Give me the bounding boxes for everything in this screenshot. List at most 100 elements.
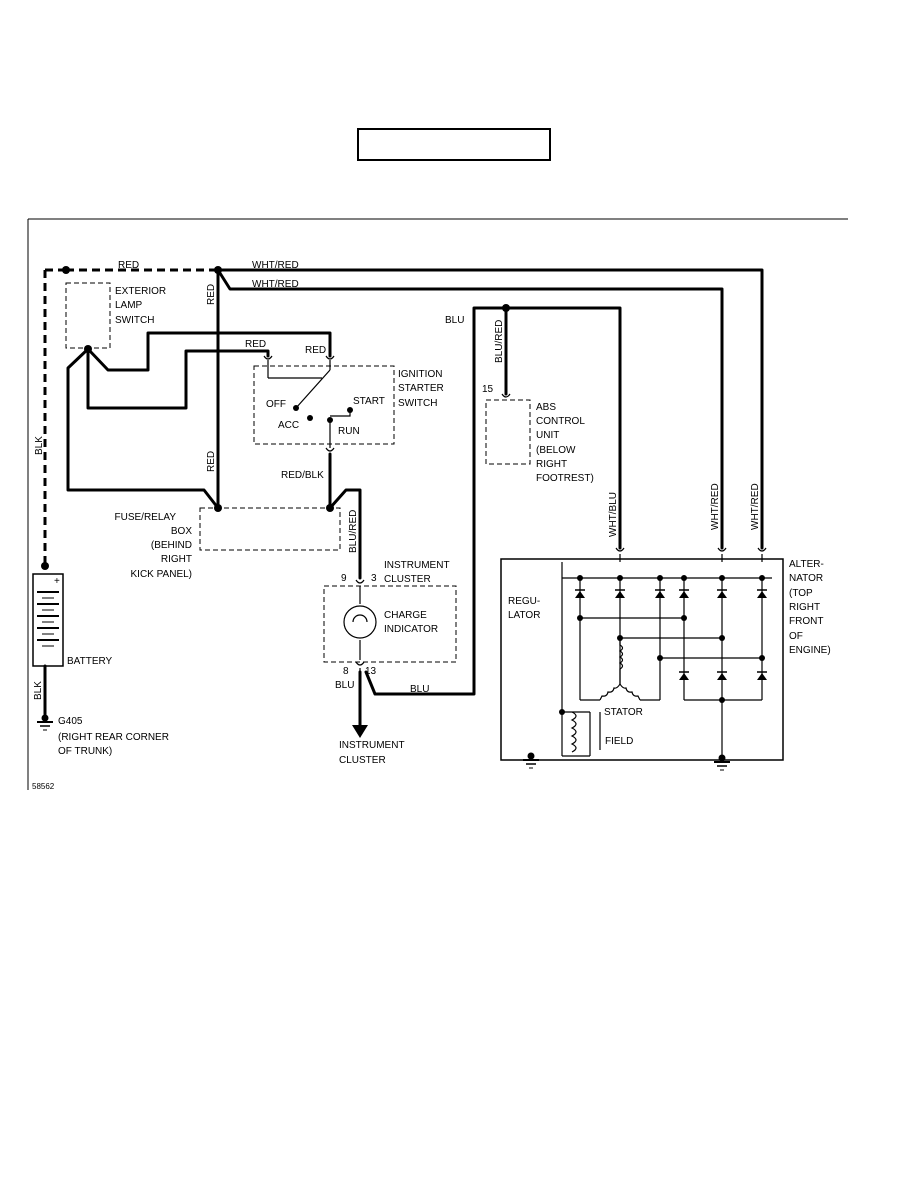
fuse-box-label-3: (BEHIND [151,540,192,551]
fuse-box-label-1: FUSE/RELAY [115,512,177,523]
label-blk-upper: BLK [34,436,45,455]
label-blu-red-vertical: BLU/RED [494,320,505,363]
ground-label-1: G405 [58,716,83,727]
abs-pin-15: 15 [482,384,494,395]
ignition-switch-label-3: SWITCH [398,398,437,409]
alternator-label-1: ALTER- [789,559,824,570]
stator-coil-left [599,683,621,701]
wht-red-wire-1 [216,268,764,550]
ground-label-3: OF TRUNK) [58,746,112,757]
ignition-switch-label-2: STARTER [398,383,444,394]
charge-indicator-label-2: INDICATOR [384,624,438,635]
battery-plus: + [54,576,60,587]
alternator-ground-right [714,754,730,771]
stator-label: STATOR [604,707,643,718]
figure-number: 58562 [32,782,55,791]
alternator-label-2: NATOR [789,573,823,584]
ignition-pos-off: OFF [266,399,286,410]
abs-label-1: ABS [536,402,556,413]
label-wht-red-2: WHT/RED [252,279,299,290]
cluster-pin-13: 13 [365,666,377,677]
label-red-blk: RED/BLK [281,470,324,481]
battery-label: BATTERY [67,656,113,667]
lamp-switch-to-fuse-wire [66,347,220,510]
abs-label-5: RIGHT [536,459,567,470]
cluster-label-1: INSTRUMENT [384,560,450,571]
cluster-pin-8: 8 [343,666,349,677]
fuse-box-node-left [214,504,222,512]
ignition-contact-off [293,405,299,411]
exterior-lamp-switch-label-2: LAMP [115,300,143,311]
splice-dot-battery [41,562,49,570]
cluster-pin-3: 3 [371,573,377,584]
stator-coil-top [618,638,624,684]
charge-indicator-filament [352,614,368,623]
rectifier-diodes [575,589,767,680]
abs-terminal [501,393,511,398]
fuse-box-label-2: BOX [171,526,192,537]
exterior-lamp-switch-label-3: SWITCH [115,315,154,326]
stator-coil-right [619,683,641,701]
ignition-contact-acc [307,415,313,421]
lamp-switch-to-ignition-wire-a [86,331,332,372]
ground-label-2: (RIGHT REAR CORNER [58,732,169,743]
alternator-nodes [559,575,765,715]
cluster-pin-9: 9 [341,573,347,584]
label-red-vertical-top: RED [206,284,217,305]
blu-red-fuse-wire [328,488,362,580]
ignition-pos-acc: ACC [278,420,299,431]
wht-blu-wire [504,306,622,550]
label-wht-red-alt-1: WHT/RED [710,483,721,530]
ignition-blade [295,369,331,409]
label-red-vertical-bottom: RED [206,451,217,472]
cluster-label-2: CLUSTER [384,574,431,585]
ignition-run-line [329,410,351,448]
label-wht-red-alt-2: WHT/RED [750,483,761,530]
abs-control-unit-box [485,399,531,465]
charge-indicator-lamp [343,605,377,639]
abs-label-2: CONTROL [536,416,585,427]
abs-label-4: (BELOW [536,445,576,456]
ignition-terminal-left [263,355,273,378]
ignition-switch-box [253,365,395,445]
label-red-ignition-left: RED [245,339,266,350]
alt-terminal-wht-red-2 [757,547,767,562]
ignition-bottom-terminal [325,447,335,452]
label-blu-red-fuse: BLU/RED [348,510,359,553]
label-blu-bottom: BLU [410,684,429,695]
alternator-label-6: OF [789,631,803,642]
instrument-cluster-box [323,585,457,663]
wht-red-wire-2 [216,268,724,550]
battery-cells [37,591,59,647]
alternator-ground-left [523,752,539,769]
charge-indicator-label-1: CHARGE [384,610,427,621]
fuse-box-label-5: KICK PANEL) [131,569,193,580]
exterior-lamp-switch-label-1: EXTERIOR [115,286,166,297]
regulator-label-1: REGU- [508,596,540,607]
ground-symbol-g405 [37,714,53,731]
field-label: FIELD [605,736,633,747]
abs-label-6: FOOTREST) [536,473,594,484]
splice-dot-left [62,266,70,274]
alt-terminal-wht-red-1 [717,547,727,562]
label-blu-cluster: BLU [335,680,354,691]
label-blk-lower: BLK [33,681,44,700]
label-wht-red-1: WHT/RED [252,260,299,271]
ignition-pos-run: RUN [338,426,360,437]
fuse-box-label-4: RIGHT [161,554,192,565]
blu-wire-cluster-to-abs [364,306,508,696]
alt-terminal-wht-blu [615,547,625,562]
label-red-top: RED [118,260,139,271]
alternator-label-5: FRONT [789,616,823,627]
instrument-cluster-bottom-label-1: INSTRUMENT [339,740,405,751]
alternator-label-7: ENGINE) [789,645,831,656]
lamp-switch-to-ignition-wire-b [86,347,270,410]
alternator-label-3: (TOP [789,588,813,599]
cluster-terminal-top [355,579,365,584]
title-box [357,128,551,161]
abs-label-3: UNIT [536,430,559,441]
alternator-label-4: RIGHT [789,602,820,613]
label-wht-blu: WHT/BLU [608,492,619,537]
cluster-output-arrow [352,725,368,738]
